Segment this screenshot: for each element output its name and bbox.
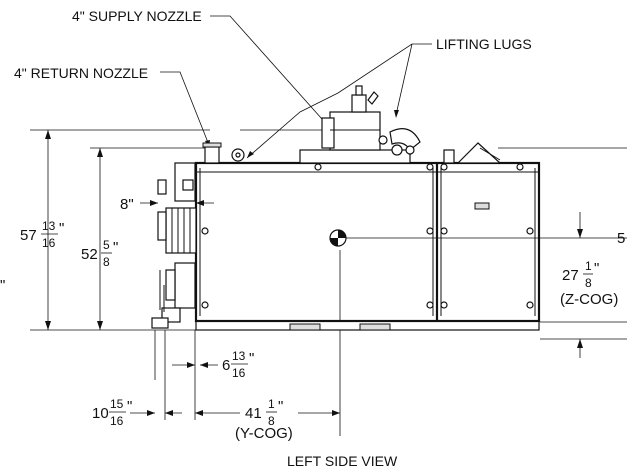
svg-text:16: 16 [42, 236, 56, 250]
dim-overall-height-line [45, 130, 51, 330]
dim-frame-height: 52 5 8 " [81, 238, 118, 269]
skid-base [195, 320, 540, 331]
svg-text:15: 15 [110, 397, 124, 411]
callout-leaders [160, 15, 432, 159]
main-enclosure [194, 161, 541, 323]
svg-text:52: 52 [81, 246, 98, 263]
svg-text:(Y-COG): (Y-COG) [235, 425, 293, 442]
svg-text:41: 41 [245, 405, 262, 422]
dim-offset-left-line [130, 410, 182, 416]
left-piping [151, 162, 197, 329]
dim-cog-y: 41 1 8 " (Y-COG) [235, 397, 293, 442]
svg-text:8: 8 [268, 414, 275, 428]
dim-pipe-offset-line [140, 200, 214, 206]
dim-cog-z-line [577, 212, 583, 358]
svg-text:6: 6 [222, 357, 230, 374]
dim-frame-height-line [97, 148, 103, 330]
dim-right-edge-partial: 5 [617, 230, 625, 247]
dim-offset-front: 6 13 16 " [222, 349, 254, 380]
svg-text:": " [594, 260, 599, 277]
lifting-lugs-label: LIFTING LUGS [436, 36, 532, 52]
dim-overall-height: 57 13 16 " [20, 219, 64, 250]
svg-text:5: 5 [103, 238, 110, 252]
svg-text:10: 10 [92, 405, 109, 422]
svg-text:": " [113, 239, 118, 256]
svg-text:": " [249, 350, 254, 367]
center-of-gravity-symbol [329, 229, 347, 247]
dim-pipe-offset: 8" [120, 196, 134, 213]
svg-text:13: 13 [42, 219, 56, 233]
svg-text:1: 1 [268, 397, 275, 411]
svg-text:": " [278, 398, 283, 415]
svg-text:13: 13 [232, 349, 246, 363]
svg-text:1: 1 [585, 259, 592, 273]
svg-text:16: 16 [110, 414, 124, 428]
dim-cog-y-line [195, 410, 340, 416]
dim-left-edge-partial: " [0, 277, 5, 294]
dim-cog-z: 27 1 8 " (Z-COG) [560, 259, 618, 308]
svg-text:": " [127, 398, 132, 415]
svg-text:": " [59, 220, 64, 237]
svg-text:8: 8 [585, 276, 592, 290]
svg-text:16: 16 [232, 366, 246, 380]
view-title: LEFT SIDE VIEW [287, 453, 398, 469]
extension-lines [30, 129, 627, 436]
svg-text:(Z-COG): (Z-COG) [560, 291, 618, 308]
svg-text:27: 27 [562, 267, 579, 284]
svg-text:57: 57 [20, 227, 37, 244]
dim-offset-front-line [172, 362, 218, 368]
top-assembly [202, 85, 502, 164]
dim-offset-left: 10 15 16 " [92, 397, 132, 428]
svg-text:8: 8 [103, 255, 110, 269]
return-nozzle-label: 4" RETURN NOZZLE [14, 65, 148, 81]
supply-nozzle-label: 4" SUPPLY NOZZLE [72, 8, 202, 24]
